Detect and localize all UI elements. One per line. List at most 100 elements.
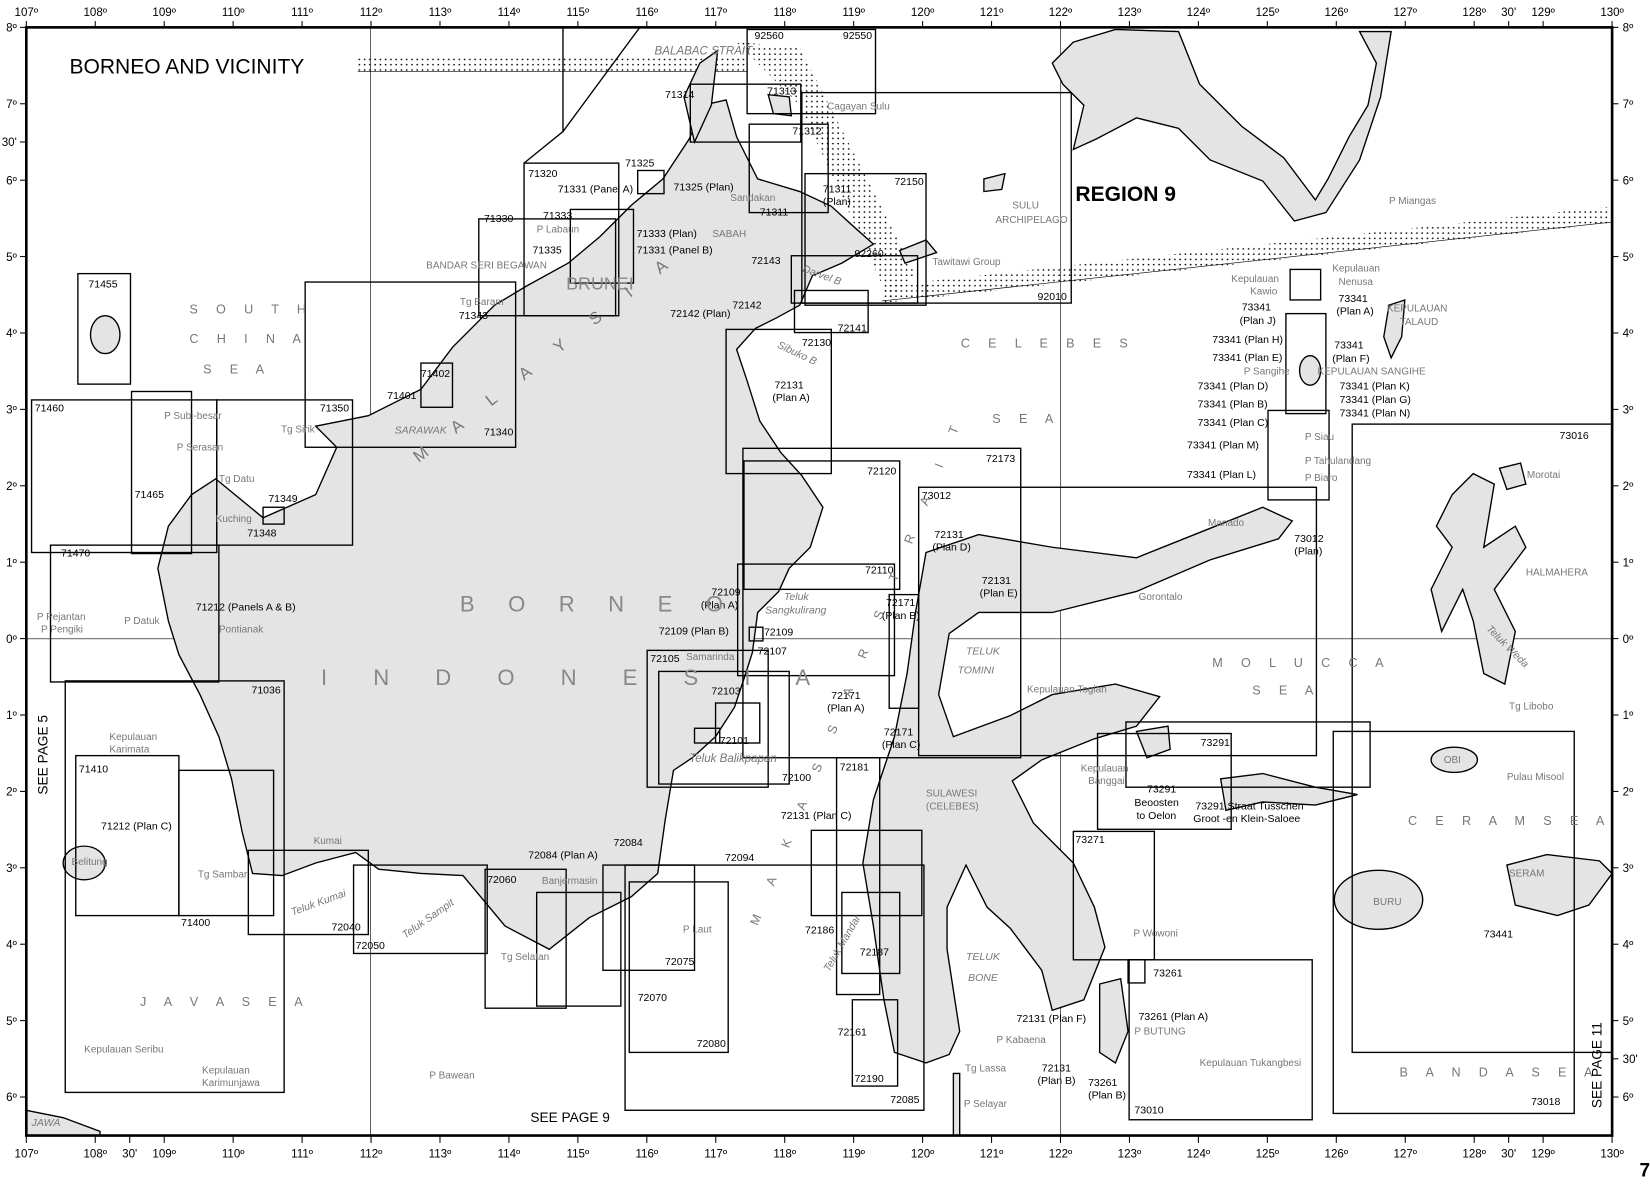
chart-number-label[interactable]: (Plan J) [1240, 315, 1276, 327]
chart-number-label[interactable]: 73341 (Plan B) [1198, 398, 1268, 410]
chart-number-label[interactable]: 73341 [1334, 339, 1363, 351]
chart-number-label[interactable]: 73012 [922, 490, 951, 502]
chart-box-72075[interactable] [602, 864, 696, 971]
chart-number-label[interactable]: 71470 [61, 548, 90, 560]
chart-box-71470[interactable] [49, 544, 220, 683]
chart-box-71312[interactable] [748, 123, 829, 214]
chart-number-label[interactable]: 72150 [894, 176, 923, 188]
chart-number-label[interactable]: 92260 [854, 248, 883, 260]
chart-number-label[interactable]: Beoosten [1134, 797, 1179, 809]
chart-number-label[interactable]: 71320 [528, 168, 557, 180]
chart-number-label[interactable]: 73261 [1153, 968, 1182, 980]
chart-box-72181[interactable] [835, 757, 881, 996]
chart-number-label[interactable]: 71401 [387, 390, 416, 402]
chart-box-72186[interactable] [810, 829, 923, 917]
chart-number-label[interactable]: 71331 (Panel A) [558, 184, 633, 196]
chart-number-label[interactable]: 92550 [843, 30, 872, 42]
chart-number-label[interactable]: 72070 [638, 992, 667, 1004]
chart-number-label[interactable]: 73012 [1294, 533, 1323, 545]
chart-box-73271[interactable] [1072, 830, 1156, 961]
see-page-left[interactable]: SEE PAGE 5 [35, 715, 50, 795]
chart-number-label[interactable]: (Plan A) [1336, 306, 1373, 318]
chart-box-73341-plan-j[interactable] [1285, 312, 1327, 415]
chart-number-label[interactable]: 73341 (Plan D) [1198, 380, 1269, 392]
chart-number-label[interactable]: 92560 [754, 30, 783, 42]
see-page-right[interactable]: SEE PAGE 11 [1590, 1022, 1605, 1108]
chart-number-label[interactable]: 71331 (Panel B) [637, 245, 713, 257]
chart-number-label[interactable]: 72171 [886, 597, 915, 609]
chart-number-label[interactable]: 72110 [865, 565, 894, 577]
chart-box-92260[interactable] [790, 255, 919, 304]
chart-number-label[interactable]: 72130 [802, 337, 831, 349]
chart-number-label[interactable]: 71340 [484, 427, 513, 439]
chart-number-label[interactable]: 73271 [1075, 834, 1104, 846]
chart-number-label[interactable]: 72161 [838, 1027, 867, 1039]
chart-number-label[interactable]: 72080 [697, 1038, 726, 1050]
chart-number-label[interactable]: 73341 (Plan L) [1187, 469, 1256, 481]
chart-box-71350[interactable] [216, 399, 354, 546]
chart-number-label[interactable]: 73341 (Plan E) [1212, 352, 1282, 364]
chart-number-label[interactable]: 71333 [543, 210, 572, 222]
chart-number-label[interactable]: 73341 (Plan G) [1340, 394, 1411, 406]
chart-number-label[interactable]: 73341 (Plan M) [1187, 439, 1259, 451]
chart-number-label[interactable]: 72101 [720, 735, 749, 747]
chart-number-label[interactable]: 72109 [711, 587, 740, 599]
chart-number-label[interactable]: 72085 [890, 1094, 919, 1106]
chart-number-label[interactable]: 71465 [135, 489, 164, 501]
chart-box-72060b[interactable] [535, 891, 622, 1007]
chart-number-label[interactable]: 72190 [854, 1073, 883, 1085]
chart-number-label[interactable]: 73010 [1134, 1104, 1163, 1116]
chart-number-label[interactable]: 73341 [1242, 301, 1271, 313]
chart-number-label[interactable]: 71212 (Panels A & B) [196, 601, 296, 613]
chart-number-label[interactable]: 72103 [711, 686, 740, 698]
chart-box-71455[interactable] [77, 272, 132, 385]
chart-number-label[interactable]: 73016 [1560, 430, 1589, 442]
chart-box-72103[interactable] [714, 702, 761, 744]
chart-box-73341-plan-l[interactable] [1267, 409, 1330, 501]
chart-number-label[interactable]: 71410 [79, 763, 108, 775]
chart-box-72101[interactable] [693, 727, 721, 744]
chart-box-72060[interactable] [484, 868, 567, 1009]
chart-box-72120[interactable] [743, 460, 901, 591]
chart-number-label[interactable]: 73341 [1339, 293, 1368, 305]
chart-number-label[interactable]: 71312 [792, 126, 821, 138]
chart-number-label[interactable]: 71343 [459, 310, 488, 322]
chart-box-73016[interactable] [1351, 423, 1613, 1054]
chart-box-72110[interactable] [736, 563, 896, 677]
chart-box-73261[interactable] [1127, 959, 1146, 984]
chart-box-71331-panel-a[interactable] [569, 208, 635, 284]
chart-box-71465[interactable] [130, 390, 193, 555]
chart-number-label[interactable]: 71325 (Plan) [673, 181, 733, 193]
chart-box-72173[interactable] [742, 447, 1022, 759]
chart-number-label[interactable]: 71313 [767, 86, 796, 98]
chart-number-label[interactable]: 71311 [760, 207, 789, 219]
chart-number-label[interactable]: 72131 [934, 529, 963, 541]
chart-number-label[interactable]: 72187 [860, 947, 889, 959]
chart-number-label[interactable]: 73341 (Plan H) [1212, 334, 1283, 346]
chart-number-label[interactable]: 72109 [764, 627, 793, 639]
chart-number-label[interactable]: 73018 [1531, 1096, 1560, 1108]
chart-box-71402[interactable] [420, 362, 454, 408]
chart-number-label[interactable]: 71333 (Plan) [637, 228, 697, 240]
chart-number-label[interactable]: (Plan F) [1332, 353, 1369, 365]
chart-number-label[interactable]: (Plan B) [882, 610, 920, 622]
chart-number-label[interactable]: 71330 [484, 213, 513, 225]
chart-box-71400[interactable] [178, 769, 275, 917]
chart-box-72109[interactable] [748, 626, 764, 642]
chart-number-label[interactable]: (Plan B) [1088, 1090, 1126, 1102]
chart-number-label[interactable]: (Plan A) [827, 702, 864, 714]
chart-number-label[interactable]: 71460 [35, 402, 64, 414]
chart-box-71349[interactable] [262, 506, 285, 525]
chart-box-73291b[interactable] [1125, 721, 1371, 788]
chart-number-label[interactable]: 72131 (Plan C) [781, 810, 852, 822]
chart-box-72100[interactable] [658, 670, 790, 785]
chart-box-72190[interactable] [851, 999, 899, 1087]
chart-number-label[interactable]: Groot -en Klein-Saloee [1193, 813, 1300, 825]
chart-number-label[interactable]: 72173 [986, 453, 1015, 465]
chart-number-label[interactable]: 71402 [421, 368, 450, 380]
chart-box-71036[interactable] [64, 680, 285, 1094]
chart-number-label[interactable]: 72050 [356, 940, 385, 952]
chart-number-label[interactable]: 72075 [665, 956, 694, 968]
chart-number-label[interactable]: 71349 [268, 493, 297, 505]
chart-number-label[interactable]: 71036 [251, 685, 280, 697]
